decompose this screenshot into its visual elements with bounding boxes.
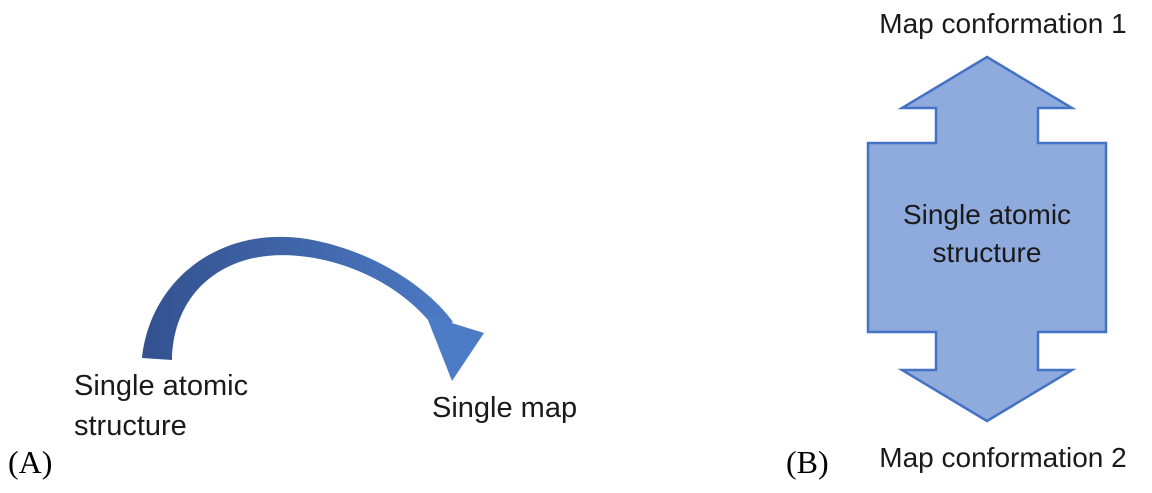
curved-arrow-body	[142, 236, 453, 360]
panel-a-source-label: Single atomic structure	[74, 370, 249, 442]
curved-arrow-head	[426, 315, 484, 381]
double-arrow-shape	[866, 55, 1108, 423]
panel-a-target-label: Single map	[432, 392, 578, 424]
panel-a-tag: (A)	[8, 444, 53, 480]
panel-b-tag: (B)	[786, 444, 829, 480]
panel-b-top-label: Map conformation 1	[879, 8, 1127, 39]
panel-b-shape-label: Single atomic structure	[902, 199, 1072, 268]
panel-b-bottom-label: Map conformation 2	[879, 442, 1127, 473]
